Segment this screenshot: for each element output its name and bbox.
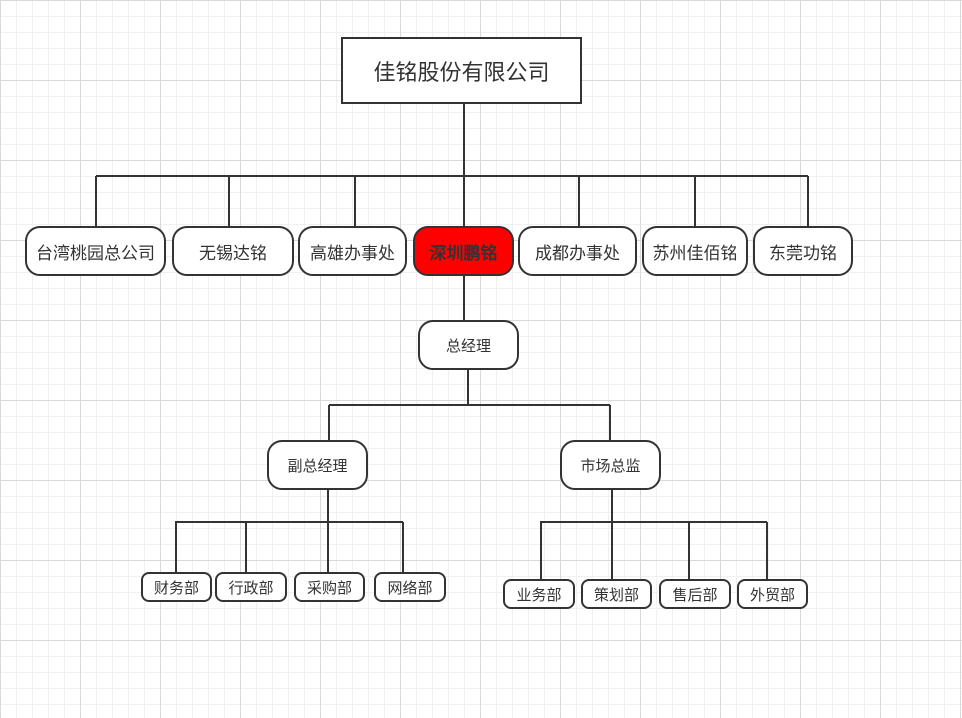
branch-wuxi[interactable]: 无锡达铭 — [172, 226, 294, 276]
branch-suzhou[interactable]: 苏州佳佰铭 — [642, 226, 748, 276]
branch-chengdu-office[interactable]: 成都办事处 — [518, 226, 637, 276]
company-root-node[interactable]: 佳铭股份有限公司 — [341, 37, 582, 104]
dept-finance[interactable]: 财务部 — [141, 572, 212, 602]
dept-foreign-trade[interactable]: 外贸部 — [737, 579, 808, 609]
branch-kaohsiung-office[interactable]: 高雄办事处 — [298, 226, 407, 276]
dept-purchasing[interactable]: 采购部 — [294, 572, 365, 602]
general-manager-node[interactable]: 总经理 — [418, 320, 519, 370]
dept-after-sales[interactable]: 售后部 — [659, 579, 731, 609]
dept-business[interactable]: 业务部 — [503, 579, 575, 609]
branch-taoyuan-hq[interactable]: 台湾桃园总公司 — [25, 226, 166, 276]
dept-network[interactable]: 网络部 — [374, 572, 446, 602]
branch-dongguan[interactable]: 东莞功铭 — [753, 226, 853, 276]
marketing-director-node[interactable]: 市场总监 — [560, 440, 661, 490]
dept-planning[interactable]: 策划部 — [581, 579, 652, 609]
branch-shenzhen-highlighted[interactable]: 深圳鹏铭 — [413, 226, 514, 276]
dept-administration[interactable]: 行政部 — [215, 572, 287, 602]
deputy-gm-node[interactable]: 副总经理 — [267, 440, 368, 490]
